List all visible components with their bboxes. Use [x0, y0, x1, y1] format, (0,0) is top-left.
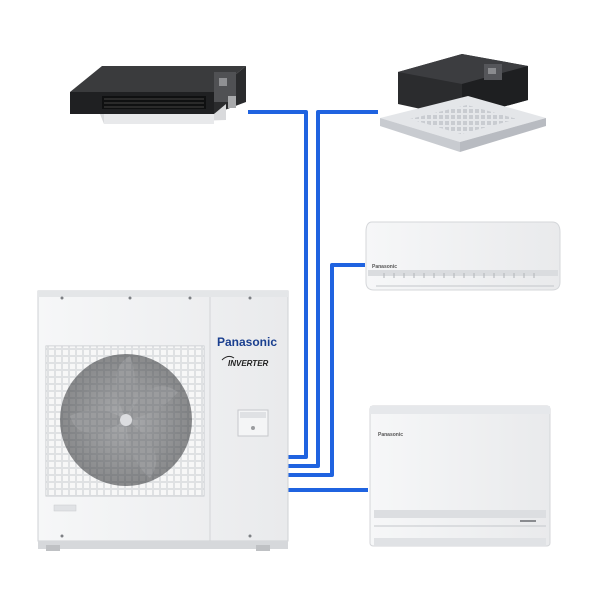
- console-indoor-unit: Panasonic: [369, 405, 551, 547]
- pipe-to-ducted-unit: [248, 110, 308, 459]
- pipe-to-cassette-unit: [288, 110, 378, 468]
- pipe-to-wall-unit: [288, 263, 365, 477]
- outdoor-unit: Panasonic INVERTER: [37, 290, 289, 551]
- cassette-indoor-unit: [380, 54, 546, 152]
- wall-unit-brand-logo: Panasonic: [372, 264, 397, 270]
- wall-indoor-unit: Panasonic: [365, 221, 561, 291]
- console-unit-brand-logo: Panasonic: [378, 432, 403, 438]
- ducted-indoor-unit: [70, 66, 246, 124]
- refrigerant-pipes: [248, 110, 378, 492]
- inverter-badge: INVERTER: [228, 359, 269, 368]
- outdoor-unit-brand-logo: Panasonic: [217, 335, 277, 349]
